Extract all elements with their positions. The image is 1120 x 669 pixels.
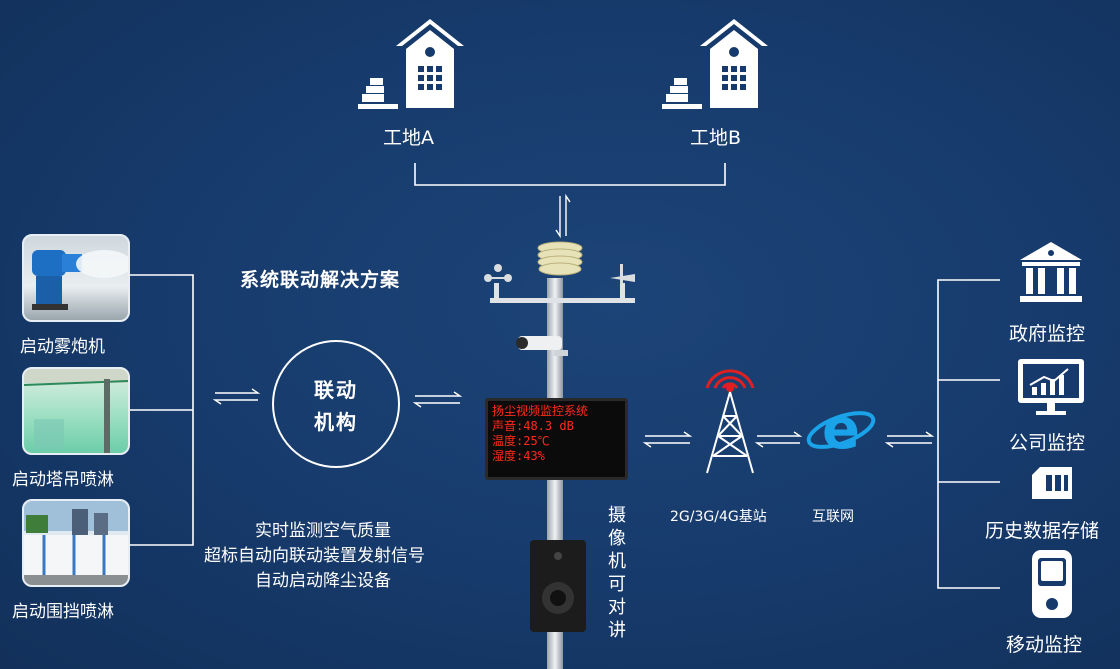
internet-label: 互联网 <box>812 509 854 525</box>
site-a-label: 工地A <box>383 127 434 149</box>
diagram-title: 系统联动解决方案 <box>240 269 401 291</box>
description-line-1: 实时监测空气质量 <box>255 521 391 541</box>
description-line-2: 超标自动向联动装置发射信号 <box>204 546 425 566</box>
internet-e-icon: e <box>806 398 876 462</box>
monitor-chart-icon <box>1018 359 1084 415</box>
right-item-label-mobile: 移动监控 <box>1006 634 1083 656</box>
government-building-icon <box>1020 242 1082 302</box>
linkage-mechanism-circle: 联动 机构 <box>272 340 400 468</box>
base-station-tower-icon <box>705 369 755 474</box>
right-item-label-government: 政府监控 <box>1009 323 1086 345</box>
svg-text:e: e <box>822 398 860 462</box>
description-line-3: 自动启动降尘设备 <box>255 571 391 591</box>
linkage-line1: 联动 <box>314 378 358 402</box>
fog-cannon-photo <box>22 234 130 322</box>
led-noise: 声音:48.3 dB <box>492 419 574 433</box>
led-temperature: 温度:25℃ <box>492 434 550 448</box>
linkage-line2: 机构 <box>314 410 358 434</box>
left-item-label-fog-cannon: 启动雾炮机 <box>20 337 105 357</box>
led-title: 扬尘视频监控系统 <box>492 404 589 418</box>
left-item-label-crane-spray: 启动塔吊喷淋 <box>12 470 114 490</box>
right-item-label-history: 历史数据存储 <box>985 520 1100 542</box>
site-b-building-icon <box>662 19 768 109</box>
fence-spray-photo <box>22 499 130 587</box>
camera-intercom-label: 摄像机可对讲 <box>608 505 626 641</box>
site-a-building-icon <box>358 19 464 109</box>
left-item-label-fence-spray: 启动围挡喷淋 <box>12 602 114 622</box>
monitoring-pole <box>484 241 635 669</box>
led-display-board: 扬尘视频监控系统 声音:48.3 dB 温度:25℃ 湿度:43% <box>485 398 628 480</box>
tower-crane-spray-photo <box>22 367 130 455</box>
sim-card-icon <box>1032 467 1072 499</box>
base-station-label: 2G/3G/4G基站 <box>670 509 767 525</box>
mobile-phone-icon <box>1032 550 1072 618</box>
right-item-label-company: 公司监控 <box>1009 432 1086 454</box>
site-b-label: 工地B <box>690 127 742 149</box>
led-humidity: 湿度:43% <box>492 449 545 463</box>
